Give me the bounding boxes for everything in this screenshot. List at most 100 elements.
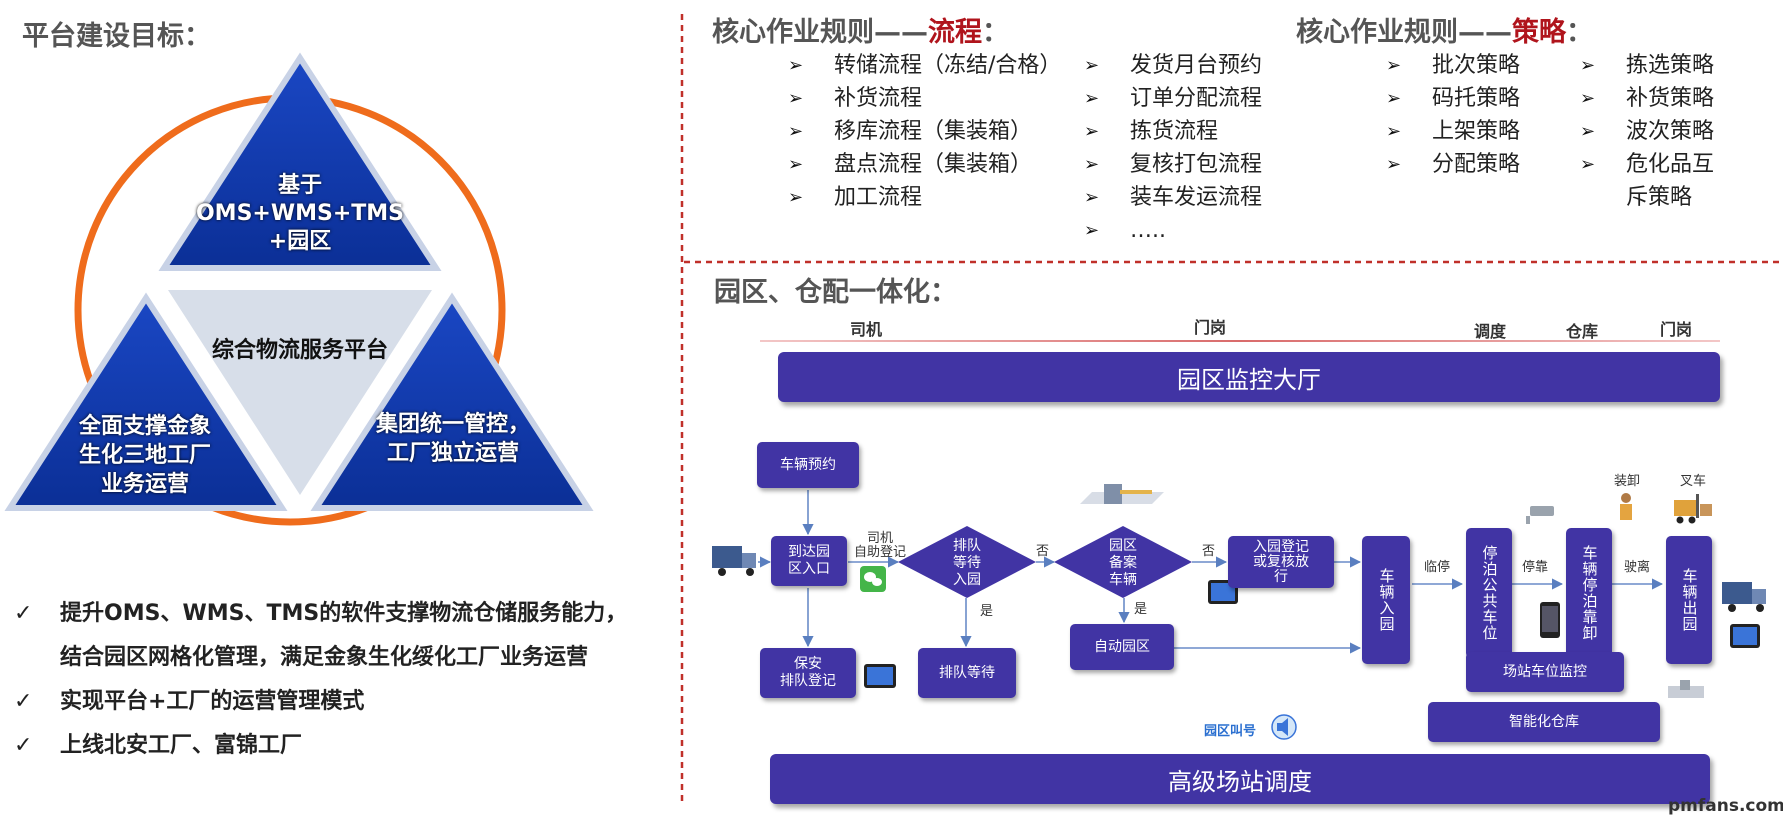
role-gate: 门岗 [1194, 318, 1227, 337]
strategy-list-col1: ➢ 批次策略 ➢码托策略 ➢ 上架策略 ➢ 分配策略 [1386, 49, 1520, 181]
left-triangle [4, 292, 288, 511]
truck-icon [712, 546, 756, 576]
right-triangle [310, 292, 594, 511]
node-queue-waiting: 排队等待 [918, 648, 1016, 698]
park-integration-title: 园区、仓配一体化： [714, 277, 957, 308]
label-no-1: 否 [1036, 544, 1050, 559]
node-line: 等待 [953, 554, 981, 571]
list-item: ➢ 转储流程（冻结/合格） [788, 49, 1061, 82]
list-item-text: 转储流程（冻结/合格） [834, 53, 1062, 78]
title-suffix: ： [982, 17, 1009, 48]
arrow-bullet-icon: ➢ [1386, 121, 1402, 142]
list-item: ➢复核打包流程 [1084, 148, 1262, 181]
list-item-text: 补货流程 [834, 86, 923, 111]
list-item: ➢装车发运流程 [1084, 181, 1262, 214]
top-line-2: OMS+WMS+TMS [195, 201, 405, 226]
check-icon: ✓ [14, 733, 33, 758]
list-item: ➢波次策略 [1580, 115, 1714, 148]
list-item-text: 加工流程 [834, 185, 923, 210]
title-prefix: 核心作业规则—— [712, 17, 928, 48]
node-line: 行 [1274, 568, 1288, 585]
tablet-exit-icon [1730, 624, 1760, 648]
right-line-1: 集团统一管控， [375, 412, 530, 437]
node-guard-register: 保安排队登记 [760, 648, 856, 698]
process-list-col2: ➢发货月台预约 ➢订单分配流程 ➢拣货流程 ➢复核打包流程 ➢装车发运流程 ➢…… [1084, 49, 1262, 247]
role-underline [760, 340, 1720, 342]
label-driver-self-register: 司机自助登记 [854, 532, 906, 560]
speaker-icon [1271, 714, 1297, 740]
left-line-2: 生化三地工厂 [78, 443, 211, 468]
list-item-text: 补货策略 [1626, 86, 1715, 111]
node-park-public-spot: 停泊公共车位 [1466, 528, 1512, 658]
arrow-bullet-icon: ➢ [788, 55, 804, 76]
list-item-text: 码托策略 [1432, 86, 1521, 111]
node-park-dock: 车辆停泊靠卸 [1566, 528, 1612, 658]
role-dispatch: 调度 [1474, 322, 1507, 341]
node-line: 排队登记 [780, 673, 836, 689]
check-icon: ✓ [14, 689, 33, 714]
forklift-icon [1674, 494, 1712, 524]
top-line-3: +园区 [268, 229, 332, 254]
list-item: ➢补货策略 [1580, 82, 1714, 115]
top-triangle [158, 52, 442, 271]
list-item: ➢ ….. [1084, 214, 1262, 247]
arrow-bullet-icon: ➢ [1386, 154, 1402, 175]
title-prefix: 核心作业规则—— [1296, 17, 1512, 48]
node-line: 车辆 [1109, 571, 1137, 588]
list-item: ➢危化品互 [1580, 148, 1714, 181]
list-item-text: 波次策略 [1626, 119, 1715, 144]
goal-checklist: ✓提升OMS、WMS、TMS的软件支撑物流仓储服务能力， 结合园区网格化管理，满… [14, 592, 627, 768]
node-line: 园区 [1109, 537, 1137, 554]
arrow-bullet-icon: ➢ [1386, 55, 1402, 76]
node-vehicle-exit: 车辆出园 [1666, 536, 1712, 664]
list-item: ➢补货流程 [788, 82, 1061, 115]
left-line-1: 全面支撑金象 [78, 414, 211, 439]
monitor-hall-bar: 园区监控大厅 [778, 352, 1720, 402]
list-item-text: 上架策略 [1432, 119, 1521, 144]
check-item-continued: 结合园区网格化管理，满足金象生化绥化工厂业务运营 [14, 636, 627, 680]
list-item: ➢移库流程（集装箱） [788, 115, 1061, 148]
arrow-bullet-icon: ➢ [1084, 220, 1100, 241]
label-leave: 驶离 [1624, 560, 1651, 575]
right-line-2: 工厂独立运营 [386, 441, 519, 466]
label-yes-2: 是 [1134, 602, 1148, 617]
list-item: ➢订单分配流程 [1084, 82, 1262, 115]
check-item: ✓上线北安工厂、富锦工厂 [14, 724, 627, 768]
triangle-center-text: 综合物流服务平台 [211, 338, 388, 363]
label-temp-park: 临停 [1424, 560, 1451, 575]
queue-wait-diamond [898, 526, 1036, 598]
title-highlight: 流程 [928, 17, 982, 48]
node-lot-monitor: 场站车位监控 [1466, 652, 1624, 692]
node-entry-register: 入园登记或复核放行 [1228, 536, 1334, 588]
label-dock: 停靠 [1522, 560, 1549, 575]
arrow-bullet-icon: ➢ [1580, 55, 1596, 76]
arrow-bullet-icon: ➢ [1084, 121, 1100, 142]
list-item: ➢ 上架策略 [1386, 115, 1520, 148]
top-line-1: 基于 [277, 173, 322, 198]
triangle-top-text: 基于 OMS+WMS+TMS +园区 [170, 172, 430, 256]
node-vehicle-enter: 车辆入园 [1362, 536, 1410, 664]
worker-icon [1620, 493, 1632, 520]
process-rules-title: 核心作业规则——流程： [712, 10, 1009, 49]
list-item: ➢码托策略 [1386, 82, 1520, 115]
strategy-list-col2: ➢拣选策略 ➢补货策略 ➢波次策略 ➢危化品互 斥策略 [1580, 49, 1714, 214]
label-unload: 装卸 [1614, 474, 1641, 489]
list-item-text: ….. [1130, 218, 1166, 243]
node-line: 入园登记 [1253, 538, 1309, 555]
diamond-queue-text: 排队等待入园 [922, 536, 1012, 590]
list-item: ➢盘点流程（集装箱） [788, 148, 1061, 181]
list-item: ➢拣选策略 [1580, 49, 1714, 82]
left-line-3: 业务运营 [100, 472, 189, 497]
list-item: ➢拣货流程 [1084, 115, 1262, 148]
check-item: ✓实现平台+工厂的运营管理模式 [14, 680, 627, 724]
arrow-bullet-icon: ➢ [788, 121, 804, 142]
list-item-text: 分配策略 [1432, 152, 1521, 177]
phone-icon [1540, 602, 1560, 638]
label-no-2: 否 [1202, 544, 1216, 559]
node-line: 入园 [953, 571, 981, 588]
arrow-bullet-icon: ➢ [1084, 55, 1100, 76]
node-auto-park: 自动园区 [1070, 624, 1174, 670]
list-item-text: 批次策略 [1432, 53, 1521, 78]
triangle-left-text: 全面支撑金象 生化三地工厂 业务运营 [50, 412, 240, 499]
arrow-bullet-icon: ➢ [1580, 154, 1596, 175]
